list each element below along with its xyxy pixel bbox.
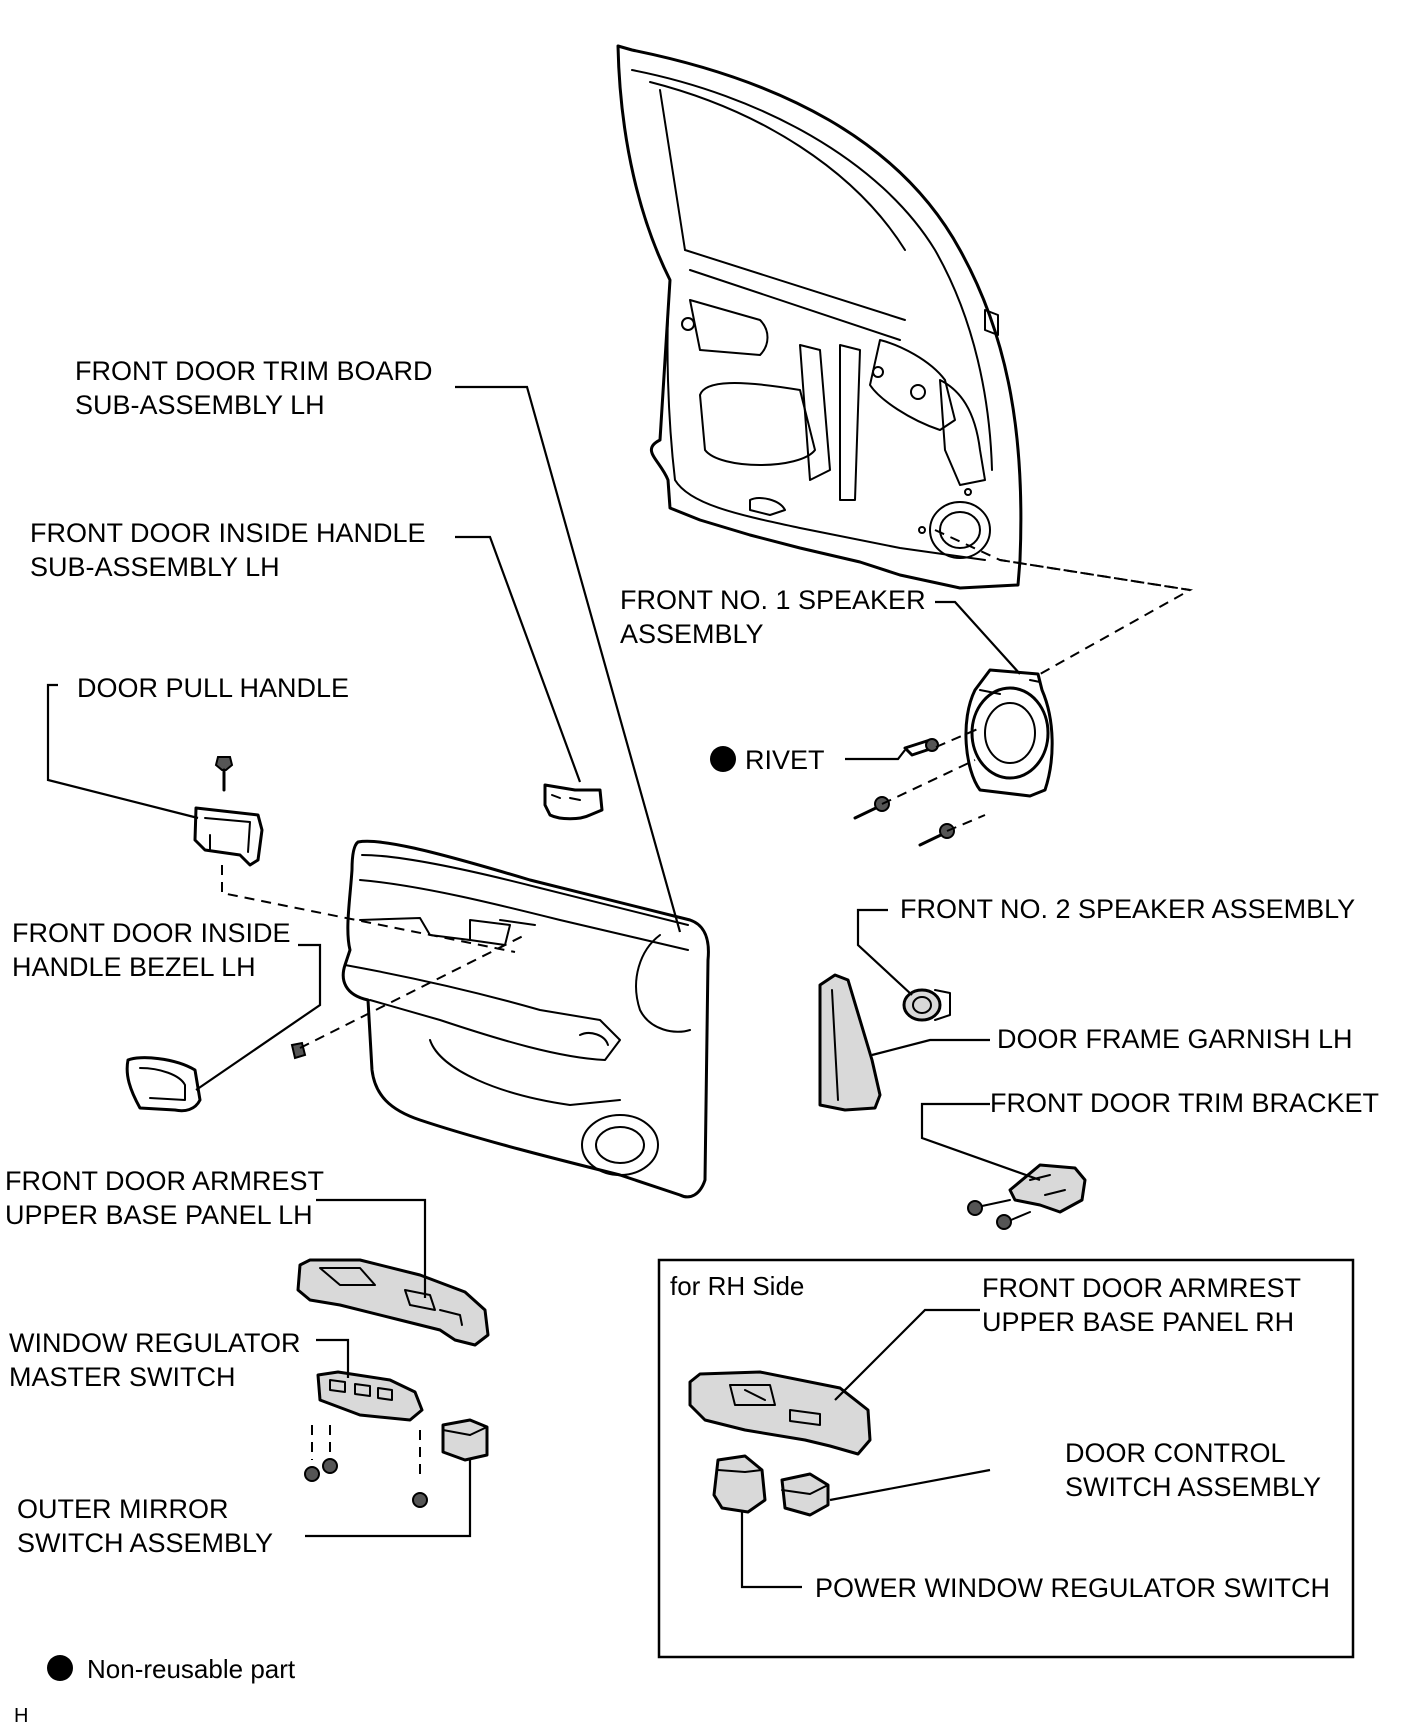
speaker2-part xyxy=(902,988,951,1022)
label-armrest-rh-line2: UPPER BASE PANEL RH xyxy=(982,1307,1294,1337)
rh-side-inset xyxy=(657,1258,1355,1659)
label-inside-handle-line1: FRONT DOOR INSIDE HANDLE xyxy=(30,518,426,548)
label-inside-handle-line2: SUB-ASSEMBLY LH xyxy=(30,552,280,582)
label-speaker1-line1: FRONT NO. 1 SPEAKER xyxy=(620,585,926,615)
label-rivet-line1: RIVET xyxy=(745,745,825,775)
label-mirror-switch-line1: OUTER MIRROR xyxy=(17,1494,229,1524)
label-speaker2-line1: FRONT NO. 2 SPEAKER ASSEMBLY xyxy=(900,894,1355,924)
label-rh-side: for RH Side xyxy=(670,1271,804,1301)
leader-lines xyxy=(46,385,1041,1538)
legend-non-reusable-text: Non-reusable part xyxy=(87,1654,296,1684)
label-master-switch-line1: WINDOW REGULATOR xyxy=(9,1328,301,1358)
speaker1-part xyxy=(964,668,1054,798)
armrest-lh-part xyxy=(296,1258,490,1347)
label-power-window-line1: POWER WINDOW REGULATOR SWITCH xyxy=(815,1573,1330,1603)
label-speaker1: FRONT NO. 1 SPEAKER ASSEMBLY xyxy=(620,585,926,649)
label-armrest-lh-line2: UPPER BASE PANEL LH xyxy=(5,1200,313,1230)
master-switch-part xyxy=(304,1370,428,1508)
label-master-switch: WINDOW REGULATOR MASTER SWITCH xyxy=(9,1328,301,1392)
label-power-window: POWER WINDOW REGULATOR SWITCH xyxy=(815,1573,1330,1603)
label-trim-bracket-line1: FRONT DOOR TRIM BRACKET xyxy=(990,1088,1379,1118)
assembly-dashed-lines xyxy=(221,529,1194,1049)
label-armrest-rh-line1: FRONT DOOR ARMREST xyxy=(982,1273,1301,1303)
label-inside-handle: FRONT DOOR INSIDE HANDLE SUB-ASSEMBLY LH xyxy=(30,518,426,582)
trim-board-part xyxy=(341,839,710,1199)
label-mirror-switch-line2: SWITCH ASSEMBLY xyxy=(17,1528,273,1558)
label-armrest-lh: FRONT DOOR ARMREST UPPER BASE PANEL LH xyxy=(5,1166,324,1230)
label-trim-bracket: FRONT DOOR TRIM BRACKET xyxy=(990,1088,1379,1118)
label-speaker2: FRONT NO. 2 SPEAKER ASSEMBLY xyxy=(900,894,1355,924)
label-frame-garnish: DOOR FRAME GARNISH LH xyxy=(997,1024,1353,1054)
label-door-control: DOOR CONTROL SWITCH ASSEMBLY xyxy=(1065,1438,1321,1502)
label-door-control-line2: SWITCH ASSEMBLY xyxy=(1065,1472,1321,1502)
label-trim-board-line2: SUB-ASSEMBLY LH xyxy=(75,390,325,420)
label-master-switch-line2: MASTER SWITCH xyxy=(9,1362,236,1392)
label-door-control-line1: DOOR CONTROL xyxy=(1065,1438,1286,1468)
label-rh-side-line1: for RH Side xyxy=(670,1271,804,1301)
rivets-part xyxy=(853,738,955,847)
label-handle-bezel-line1: FRONT DOOR INSIDE xyxy=(12,918,291,948)
legend: Non-reusable part xyxy=(47,1654,296,1684)
label-armrest-rh: FRONT DOOR ARMREST UPPER BASE PANEL RH xyxy=(982,1273,1301,1337)
frame-garnish-part xyxy=(818,973,882,1112)
label-door-pull-handle-line1: DOOR PULL HANDLE xyxy=(77,673,349,703)
label-door-pull-handle: DOOR PULL HANDLE xyxy=(77,673,349,703)
mirror-switch-part xyxy=(441,1418,489,1462)
non-reusable-dot-icon xyxy=(710,746,736,772)
label-mirror-switch: OUTER MIRROR SWITCH ASSEMBLY xyxy=(17,1494,273,1558)
label-speaker1-line2: ASSEMBLY xyxy=(620,619,764,649)
label-rivet: RIVET xyxy=(710,745,825,775)
door-pull-handle-part xyxy=(193,756,264,867)
label-armrest-lh-line1: FRONT DOOR ARMREST xyxy=(5,1166,324,1196)
label-handle-bezel-line2: HANDLE BEZEL LH xyxy=(12,952,256,982)
corner-code: H xyxy=(14,1705,28,1727)
label-trim-board: FRONT DOOR TRIM BOARD SUB-ASSEMBLY LH xyxy=(75,356,433,420)
label-frame-garnish-line1: DOOR FRAME GARNISH LH xyxy=(997,1024,1353,1054)
inside-handle-part xyxy=(543,783,604,821)
inset-border xyxy=(657,1258,1355,1659)
door-panel-frame xyxy=(616,44,1023,590)
label-handle-bezel: FRONT DOOR INSIDE HANDLE BEZEL LH xyxy=(12,918,291,982)
legend-dot-icon xyxy=(47,1655,73,1681)
label-trim-board-line1: FRONT DOOR TRIM BOARD xyxy=(75,356,433,386)
